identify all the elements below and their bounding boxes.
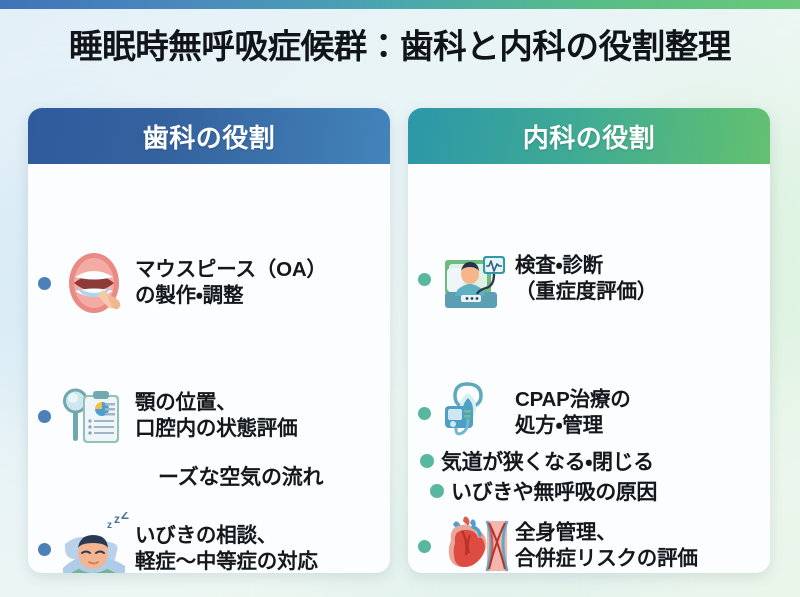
magnifier-and-clipboard-icon xyxy=(57,379,131,453)
svg-text:Z: Z xyxy=(121,512,129,522)
list-item[interactable]: 検査・診断 （重症度評価） xyxy=(418,242,770,316)
bullet-dot-icon xyxy=(38,542,51,556)
bullet-dot-icon xyxy=(430,484,444,498)
list-item-label: 顎の位置、 口腔内の状態評価 xyxy=(135,390,298,440)
list-item-label: マウスピース（OA） の製作・調整 xyxy=(135,257,327,307)
card-medical-role: 内科の役割 xyxy=(408,108,770,573)
svg-text:z: z xyxy=(114,512,120,526)
card-dental-role: 歯科の役割 マウスピース（OA） の xyxy=(28,108,390,573)
bullet-dot-icon xyxy=(418,272,431,286)
list-item-label: CPAP治療の 処方・管理 xyxy=(515,387,631,437)
card-dental-body: マウスピース（OA） の製作・調整 xyxy=(28,164,390,573)
card-medical-body: 検査・診断 （重症度評価） xyxy=(408,164,770,573)
open-mouth-with-oral-appliance-icon xyxy=(57,246,131,320)
heart-and-blood-vessel-icon xyxy=(437,509,511,573)
cpap-machine-mask-icon xyxy=(437,376,511,450)
overlay-bullet-label: 気道が狭くなる・閉じる xyxy=(441,451,654,474)
bullet-dot-icon xyxy=(420,454,434,468)
overlay-bullet-fragment: 気道が狭くなる・閉じる xyxy=(420,446,654,476)
list-item-label: いびきの相談、 軽症〜中等症の対応 xyxy=(135,523,318,573)
bullet-dot-icon xyxy=(38,276,51,290)
list-item-label: 検査・診断 （重症度評価） xyxy=(515,253,658,303)
overlay-caption-fragment: ーズな空気の流れ xyxy=(158,466,324,489)
overlay-bullet-label: いびきや無呼吸の原因 xyxy=(451,481,657,504)
card-dental-header: 歯科の役割 xyxy=(28,108,390,164)
bullet-dot-icon xyxy=(38,409,51,423)
bullet-dot-icon xyxy=(418,406,431,420)
list-item[interactable]: CPAP治療の 処方・管理 xyxy=(418,376,770,450)
list-item-label: 全身管理、 合併症リスクの評価 xyxy=(515,520,698,570)
sleeping-person-snoring-icon: z z Z xyxy=(57,512,131,573)
card-medical-header: 内科の役割 xyxy=(408,108,770,164)
svg-text:z: z xyxy=(107,520,112,531)
overlay-bullet-fragment: いびきや無呼吸の原因 xyxy=(430,476,657,506)
list-item[interactable]: 顎の位置、 口腔内の状態評価 xyxy=(38,379,390,453)
patient-monitor-bed-icon xyxy=(437,242,511,316)
list-item[interactable]: z z Z いびきの相談、 軽症〜中等症の対応 xyxy=(38,512,390,573)
bullet-dot-icon xyxy=(418,539,431,553)
top-accent-band xyxy=(0,0,800,9)
page-title: 睡眠時無呼吸症候群：歯科と内科の役割整理 xyxy=(69,29,731,66)
list-item[interactable]: 全身管理、 合併症リスクの評価 xyxy=(418,509,770,573)
list-item[interactable]: マウスピース（OA） の製作・調整 xyxy=(38,246,390,320)
